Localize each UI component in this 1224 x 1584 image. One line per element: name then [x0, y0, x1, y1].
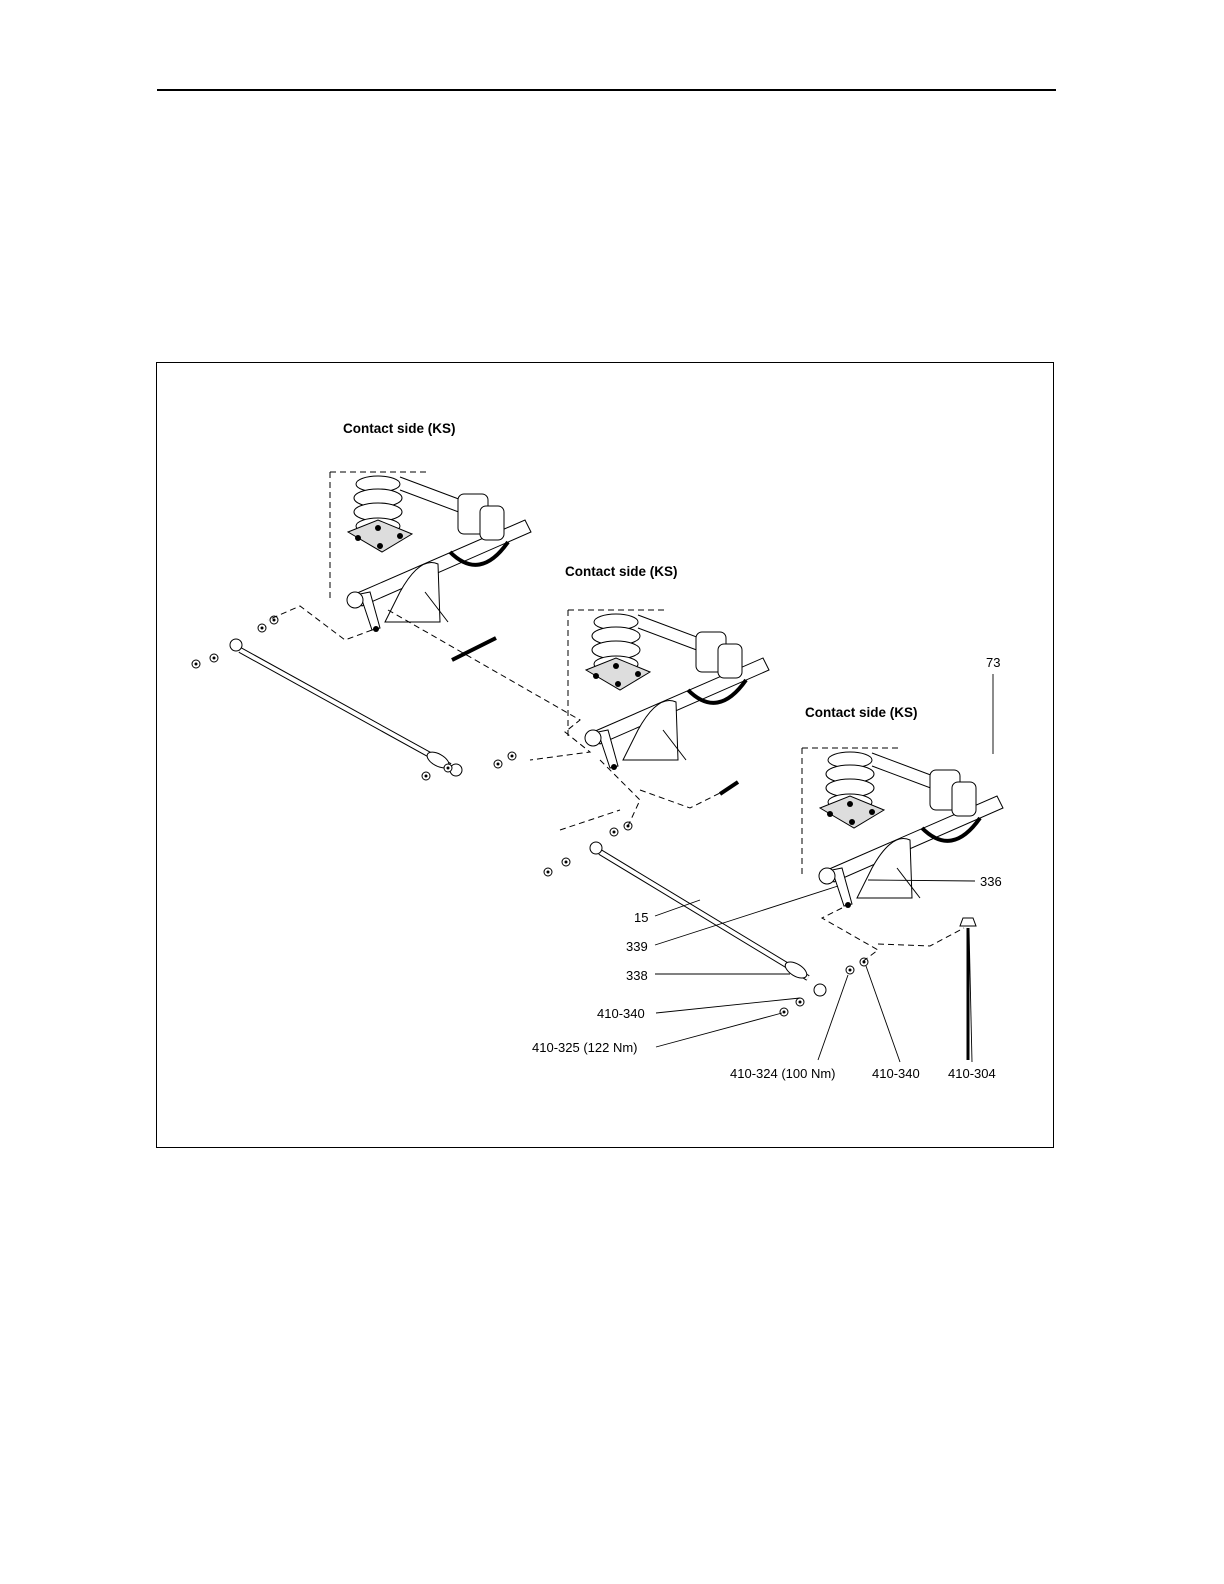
callout-410-304: 410-304 [948, 1066, 996, 1081]
callout-410-340-left: 410-340 [597, 1006, 645, 1021]
callout-15: 15 [634, 910, 648, 925]
callout-410-340-right: 410-340 [872, 1066, 920, 1081]
callout-338: 338 [626, 968, 648, 983]
connecting-rod-1 [230, 639, 462, 776]
callout-336: 336 [980, 874, 1002, 889]
callout-410-324: 410-324 (100 Nm) [730, 1066, 836, 1081]
callout-410-325: 410-325 (122 Nm) [532, 1040, 638, 1055]
assembly-1-title: Contact side (KS) [343, 421, 456, 436]
callout-73: 73 [986, 655, 1000, 670]
assembly-3-title: Contact side (KS) [805, 705, 918, 720]
assembly-2-title: Contact side (KS) [565, 564, 678, 579]
callout-339: 339 [626, 939, 648, 954]
